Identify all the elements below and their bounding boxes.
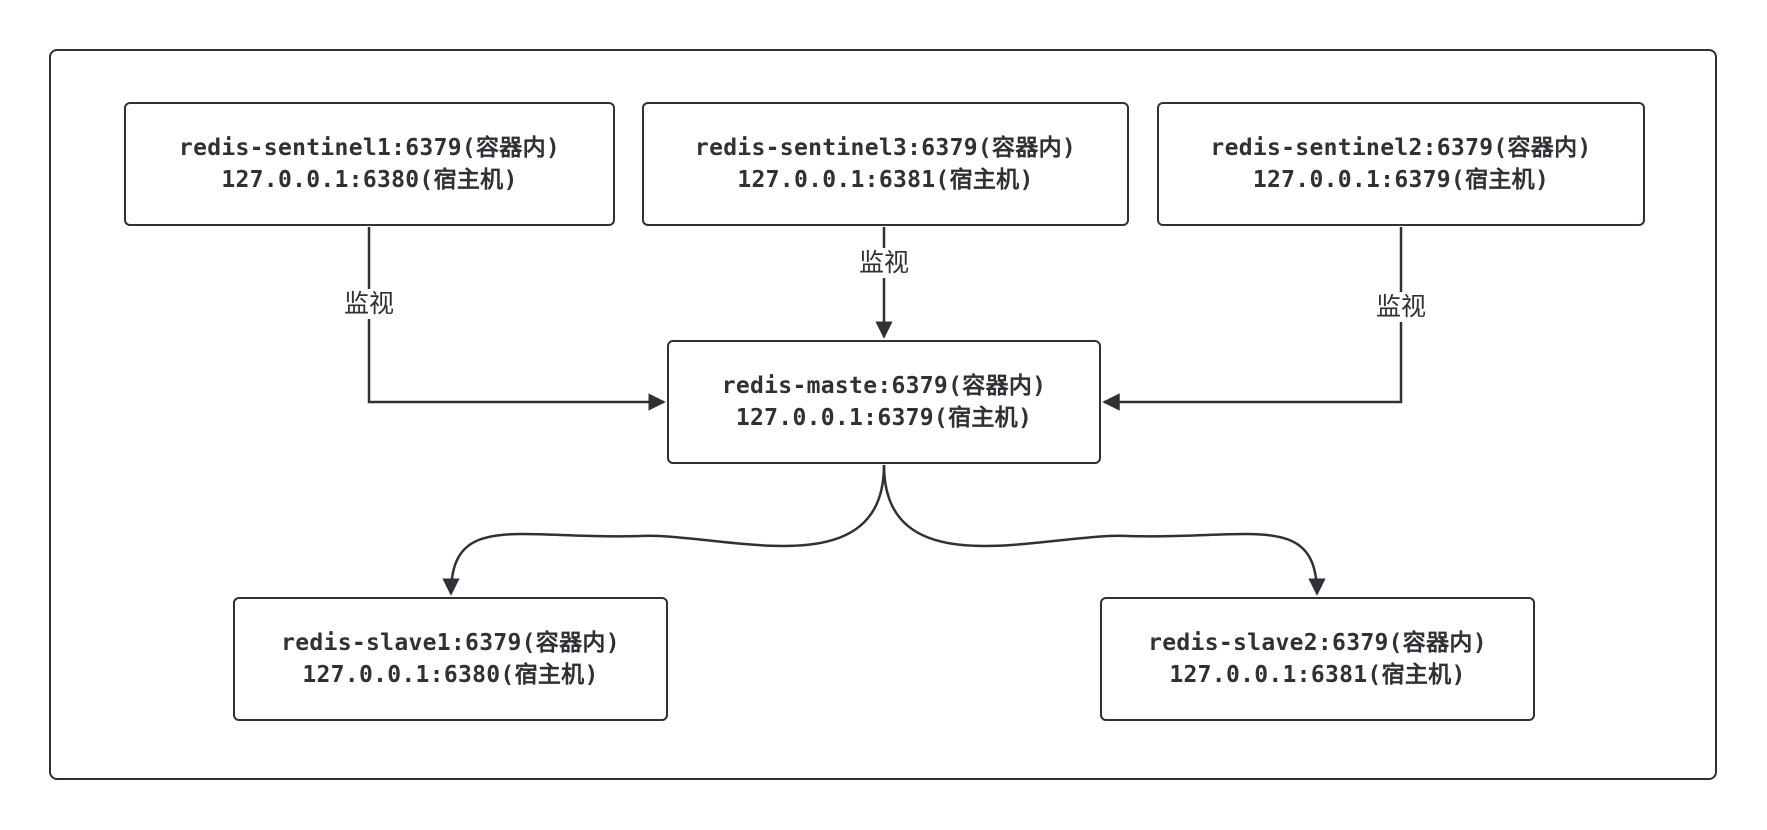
diagram-container	[49, 49, 1717, 780]
node-sentinel3-host-address: 127.0.0.1:6381(宿主机)	[737, 167, 1034, 193]
edge-label-sentinel1: 监视	[341, 289, 397, 319]
node-slave2-host-address: 127.0.0.1:6381(宿主机)	[1169, 662, 1466, 688]
node-master-container-address: redis-maste:6379(容器内)	[721, 373, 1047, 399]
node-redis-slave1[interactable]: redis-slave1:6379(容器内) 127.0.0.1:6380(宿主…	[233, 597, 668, 721]
node-slave2-container-address: redis-slave2:6379(容器内)	[1148, 630, 1487, 656]
edge-label-sentinel3: 监视	[856, 248, 912, 278]
edge-label-sentinel2: 监视	[1373, 292, 1429, 322]
node-slave1-host-address: 127.0.0.1:6380(宿主机)	[302, 662, 599, 688]
node-sentinel3-container-address: redis-sentinel3:6379(容器内)	[694, 135, 1077, 161]
node-redis-sentinel3[interactable]: redis-sentinel3:6379(容器内) 127.0.0.1:6381…	[642, 102, 1129, 226]
node-master-host-address: 127.0.0.1:6379(宿主机)	[735, 405, 1033, 431]
node-sentinel2-host-address: 127.0.0.1:6379(宿主机)	[1252, 167, 1550, 193]
node-sentinel1-host-address: 127.0.0.1:6380(宿主机)	[221, 167, 518, 193]
node-redis-sentinel1[interactable]: redis-sentinel1:6379(容器内) 127.0.0.1:6380…	[124, 102, 615, 226]
node-redis-sentinel2[interactable]: redis-sentinel2:6379(容器内) 127.0.0.1:6379…	[1157, 102, 1645, 226]
node-sentinel1-container-address: redis-sentinel1:6379(容器内)	[178, 135, 561, 161]
node-redis-master[interactable]: redis-maste:6379(容器内) 127.0.0.1:6379(宿主机…	[667, 340, 1101, 464]
node-redis-slave2[interactable]: redis-slave2:6379(容器内) 127.0.0.1:6381(宿主…	[1100, 597, 1535, 721]
node-slave1-container-address: redis-slave1:6379(容器内)	[281, 630, 620, 656]
node-sentinel2-container-address: redis-sentinel2:6379(容器内)	[1210, 135, 1592, 161]
